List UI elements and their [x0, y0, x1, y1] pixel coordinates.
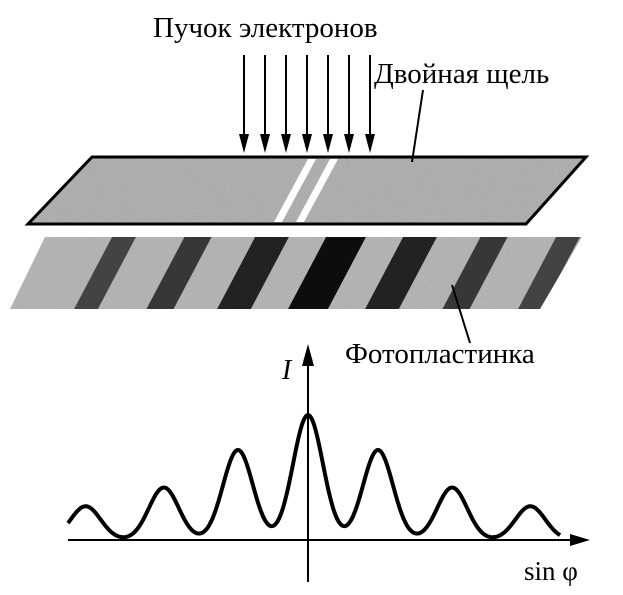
beam-arrowhead	[302, 134, 312, 153]
slit-2	[296, 159, 338, 222]
photoplate-pointer-line	[451, 284, 471, 344]
beam-arrowhead	[239, 134, 249, 153]
y-axis-arrowhead	[302, 344, 314, 366]
photoplate-label: Фотопластинка	[345, 338, 535, 370]
beam-arrowhead	[323, 134, 333, 153]
electron-beam-arrows	[239, 55, 375, 153]
beam-arrowhead	[365, 134, 375, 153]
interference-band	[518, 237, 580, 309]
interference-band	[74, 237, 136, 309]
slit-1	[274, 159, 316, 222]
interference-band	[442, 237, 508, 309]
x-axis-label: sin φ	[524, 556, 578, 586]
slit-pointer-line	[411, 89, 424, 163]
intensity-axis-label: I	[282, 355, 292, 386]
electron-beam-label: Пучок электронов	[153, 12, 378, 44]
interference-band	[146, 237, 212, 309]
intensity-graph	[66, 344, 590, 582]
x-axis-arrowhead	[570, 534, 590, 546]
interference-band	[365, 237, 437, 309]
double-slit-plate	[24, 89, 590, 226]
double-slit-label: Двойная щель	[374, 58, 550, 90]
intensity-curve	[66, 412, 562, 540]
interference-band	[288, 237, 366, 309]
beam-arrowhead	[344, 134, 354, 153]
beam-arrowhead	[260, 134, 270, 153]
beam-arrowhead	[281, 134, 291, 153]
interference-band	[217, 237, 289, 309]
photoplate	[10, 237, 582, 309]
